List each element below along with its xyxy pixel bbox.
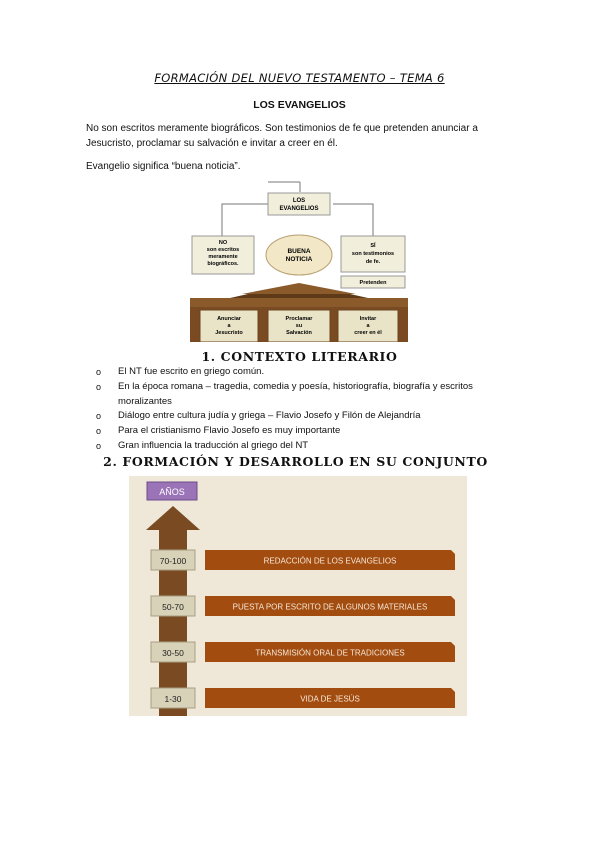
years-box: [150, 595, 196, 617]
list-item: o Gran influencia la traducción al griego…: [96, 439, 516, 454]
years-label: 70-100: [160, 556, 187, 566]
good-news-oval: [265, 234, 333, 276]
years-label: 1-30: [164, 694, 181, 704]
list-item: o Para el cristianismo Flavio Josefo es m…: [96, 424, 516, 439]
years-box: [150, 687, 196, 709]
timeline-row: 70-100 REDACCIÓN DE LOS EVANGELIOS: [150, 549, 455, 571]
timeline-row: 50-70 PUESTA POR ESCRITO DE ALGUNOS MATER…: [150, 595, 455, 617]
timeline-rows: 70-100 REDACCIÓN DE LOS EVANGELIOS 50-70 PU…: [150, 549, 455, 709]
left-box: [191, 235, 255, 275]
pillar-line: Salvación: [286, 330, 312, 336]
formation-timeline: AÑOS 70-100 REDACCIÓN DE LOS EVANGELIOS 50…: [129, 476, 467, 716]
bullet-mark: o: [96, 381, 102, 392]
definition-paragraph: Evangelio significa “buena noticia”.: [86, 161, 241, 172]
left-box-line: biográficos.: [207, 261, 239, 267]
pillar-3: Invitar a creer en él: [337, 309, 399, 342]
roof-beam: [190, 298, 408, 307]
section-heading-formation: 2. FORMACIÓN Y DESARROLLO EN SU CONJUNTO: [103, 454, 488, 469]
bullet-mark: o: [96, 367, 102, 377]
diagram-connectors: [221, 181, 374, 236]
oval-line: BUENA: [287, 248, 310, 255]
left-box-line: son escritos: [207, 247, 239, 253]
pretenden-box: [340, 275, 406, 289]
list-item-text: El NT fue escrito en griego común.: [118, 366, 265, 377]
list-item: o El NT fue escrito en griego común.: [96, 365, 516, 380]
section-heading-literary-context: 1. CONTEXTO LITERARIO: [201, 349, 398, 364]
roof-peak: [230, 294, 368, 298]
pillar-line: a: [227, 323, 231, 329]
oval-line: NOTICIA: [286, 256, 313, 263]
pillar-line: Jesucristo: [215, 330, 243, 336]
pillar-line: creer en él: [354, 330, 382, 336]
right-box: [340, 235, 406, 273]
years-axis-label: AÑOS: [159, 487, 185, 497]
gospels-diagram: LOS EVANGELIOS NO son escritos meramente…: [190, 181, 408, 342]
pillar-1: Anunciar a Jesucristo: [199, 309, 259, 342]
pillar-line: Invitar: [360, 316, 377, 322]
bullet-mark: o: [96, 440, 102, 451]
section-subtitle: LOS EVANGELIOS: [253, 99, 346, 111]
pillar-line: Anunciar: [217, 316, 242, 322]
bullet-mark: o: [96, 411, 102, 422]
top-label-line2: EVANGELIOS: [280, 206, 319, 212]
pillar-line: Proclamar: [286, 316, 314, 322]
stage-bar: [205, 688, 455, 708]
top-label-line1: LOS: [293, 198, 305, 204]
pillar-line: su: [296, 323, 302, 329]
roof: [242, 283, 356, 294]
bullet-mark: o: [96, 426, 102, 437]
stage-label: PUESTA POR ESCRITO DE ALGUNOS MATERIALES: [233, 603, 428, 612]
page-title: FORMACIÓN DEL NUEVO TESTAMENTO – TEMA 6: [154, 71, 445, 85]
years-box: [150, 549, 196, 571]
list-item-text: En la época romana – tragedia, comedia y…: [118, 380, 473, 407]
stage-label: TRANSMISIÓN ORAL DE TRADICIONES: [255, 649, 404, 658]
top-label-box: [267, 192, 331, 216]
list-item-text: Diálogo entre cultura judía y griega – F…: [118, 410, 421, 422]
right-box-line: SÍ: [370, 241, 376, 249]
right-box-line: de fe.: [366, 259, 381, 265]
list-item: o En la época romana – tragedia, comedia …: [96, 380, 516, 410]
left-box-line: meramente: [208, 254, 237, 260]
years-axis-box: [146, 481, 198, 501]
timeline-row: 30-50 TRANSMISIÓN ORAL DE TRADICIONES: [150, 641, 455, 663]
timeline-row: 1-30 VIDA DE JESÚS: [150, 687, 455, 709]
left-box-line: NO: [219, 240, 228, 246]
list-item-text: Gran influencia la traducción al griego …: [118, 439, 309, 451]
pretenden-label: Pretenden: [360, 280, 388, 286]
stage-label: REDACCIÓN DE LOS EVANGELIOS: [264, 557, 397, 566]
pillar-2: Proclamar su Salvación: [267, 309, 331, 342]
stage-label: VIDA DE JESÚS: [300, 695, 360, 704]
intro-paragraph: No son escritos meramente biográficos. S…: [86, 123, 478, 149]
pillar-line: a: [366, 323, 370, 329]
list-item: o Diálogo entre cultura judía y griega – …: [96, 409, 516, 424]
list-item-text: Para el cristianismo Flavio Josefo es mu…: [118, 425, 341, 437]
years-box: [150, 641, 196, 663]
stage-bar: [205, 596, 455, 616]
years-label: 30-50: [162, 648, 184, 658]
right-box-line: son testimonios: [352, 251, 394, 257]
stage-bar: [205, 550, 455, 570]
literary-context-list: o El NT fue escrito en griego común. o En …: [96, 365, 516, 454]
stage-bar: [205, 642, 455, 662]
years-label: 50-70: [162, 602, 184, 612]
